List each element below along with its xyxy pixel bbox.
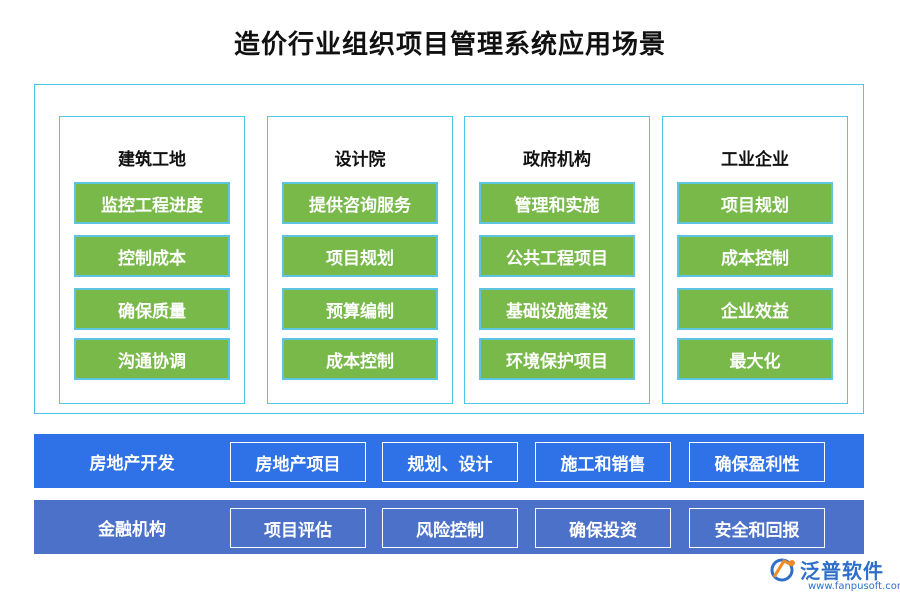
- band-item: 施工和销售: [535, 442, 671, 482]
- scenario-item: 提供咨询服务: [282, 182, 438, 224]
- scenario-item: 环境保护项目: [479, 338, 635, 380]
- scenario-item: 确保质量: [74, 288, 230, 330]
- fanpu-logo-icon: [770, 558, 795, 582]
- band-item: 确保投资: [535, 508, 671, 548]
- column-design-institute: 设计院 提供咨询服务 项目规划 预算编制 成本控制: [267, 116, 453, 404]
- band-real-estate: 房地产开发 房地产项目 规划、设计 施工和销售 确保盈利性: [34, 434, 864, 488]
- column-industrial-enterprise: 工业企业 项目规划 成本控制 企业效益 最大化: [662, 116, 848, 404]
- logo-url: www.fanpusoft.com: [808, 581, 900, 592]
- scenario-item: 最大化: [677, 338, 833, 380]
- scenario-item: 管理和实施: [479, 182, 635, 224]
- scenario-item: 控制成本: [74, 235, 230, 277]
- column-title: 设计院: [334, 150, 386, 170]
- band-label: 房地产开发: [89, 453, 175, 474]
- column-title: 建筑工地: [118, 150, 186, 170]
- scenario-item: 成本控制: [677, 235, 833, 277]
- scenario-item: 预算编制: [282, 288, 438, 330]
- column-government: 政府机构 管理和实施 公共工程项目 基础设施建设 环境保护项目: [464, 116, 650, 404]
- brand-logo: 泛普软件 www.fanpusoft.com: [768, 553, 900, 597]
- logo-name: 泛普软件: [800, 559, 884, 583]
- band-item: 风险控制: [382, 508, 518, 548]
- band-item: 规划、设计: [382, 442, 518, 482]
- column-title: 工业企业: [721, 150, 789, 170]
- scenario-container: [34, 84, 864, 414]
- scenario-item: 监控工程进度: [74, 182, 230, 224]
- column-title: 政府机构: [523, 150, 591, 170]
- diagram-title: 造价行业组织项目管理系统应用场景: [233, 30, 666, 60]
- scenario-item: 基础设施建设: [479, 288, 635, 330]
- band-item: 确保盈利性: [689, 442, 825, 482]
- scenario-item: 公共工程项目: [479, 235, 635, 277]
- scenario-item: 企业效益: [677, 288, 833, 330]
- column-construction-site: 建筑工地 监控工程进度 控制成本 确保质量 沟通协调: [59, 116, 245, 404]
- scenario-item: 沟通协调: [74, 338, 230, 380]
- scenario-item: 项目规划: [282, 235, 438, 277]
- band-item: 项目评估: [230, 508, 366, 548]
- scenario-item: 项目规划: [677, 182, 833, 224]
- band-item: 安全和回报: [689, 508, 825, 548]
- scenario-item: 成本控制: [282, 338, 438, 380]
- band-finance: 金融机构 项目评估 风险控制 确保投资 安全和回报: [34, 500, 864, 554]
- band-label: 金融机构: [98, 519, 166, 540]
- band-item: 房地产项目: [230, 442, 366, 482]
